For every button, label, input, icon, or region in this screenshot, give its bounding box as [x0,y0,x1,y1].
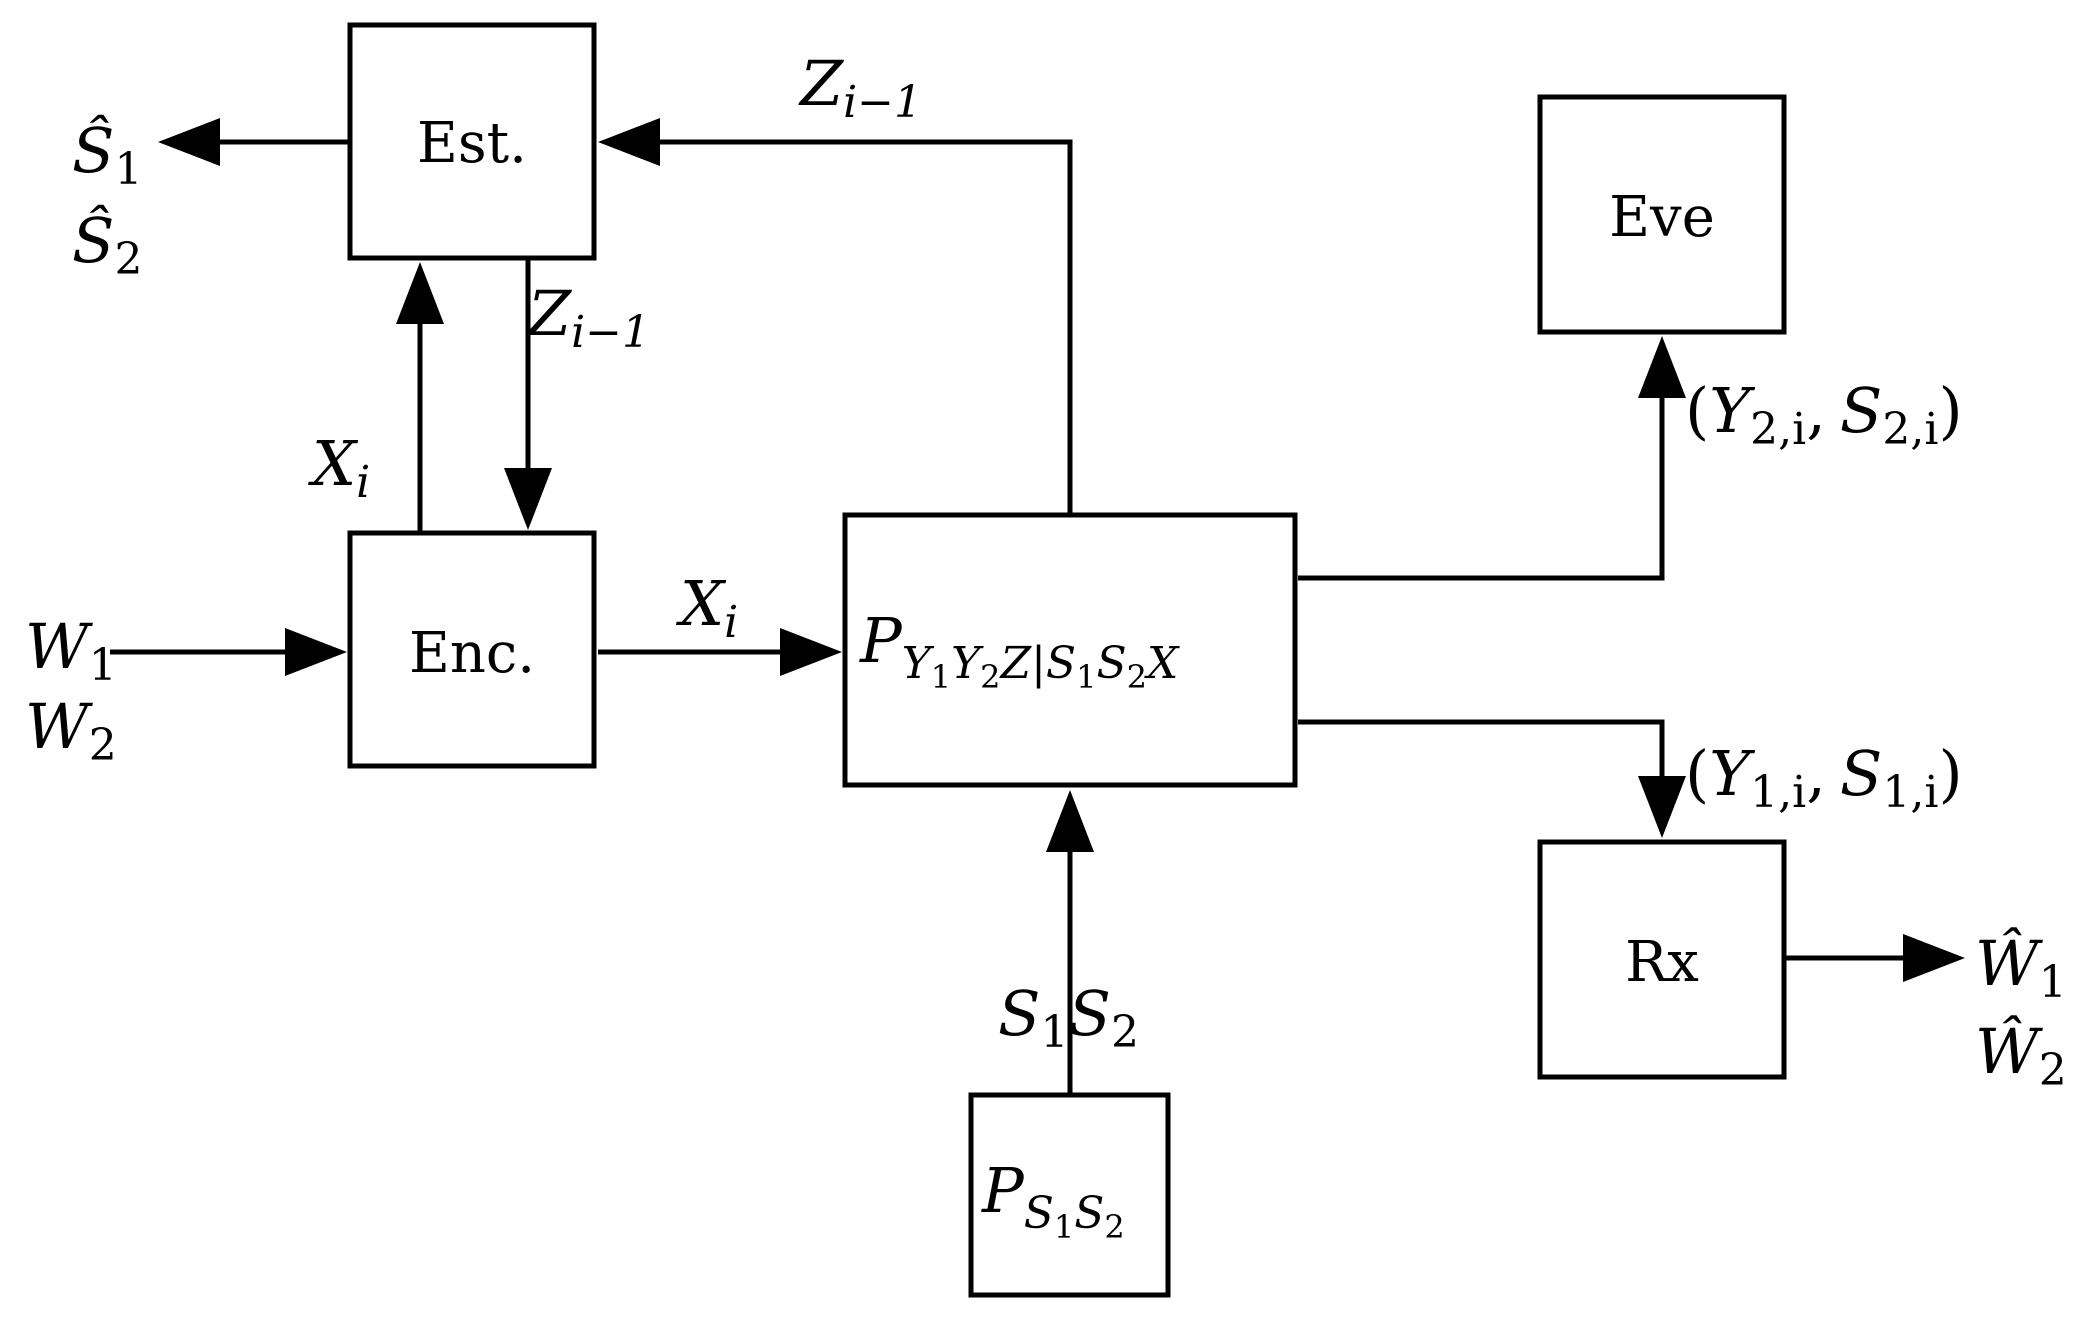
z-feedback-top-label: Zi−1 [798,47,922,128]
enc-block: Enc. [347,530,597,769]
state-source-block: PS1S2 [968,1092,1171,1298]
est-label: Est. [417,111,527,176]
enc-to-est-arrow [396,262,444,533]
w2-hat-label: Ŵ2 [1975,1015,2067,1096]
channel-label-base: P [859,604,903,677]
channel-to-est-feedback [598,118,1073,515]
channel-label-sub: Y [902,638,935,689]
enc-to-channel-arrow [598,628,842,676]
eve-block: Eve [1537,94,1787,335]
w1-label: W1 [25,610,117,691]
x-i-up-label: Xi [308,427,370,508]
channel-to-eve-arrow [1298,336,1686,581]
z-feedback-left-label: Zi−1 [526,277,650,358]
channel-to-rx-arrow [1298,719,1686,838]
channel-block: PY1Y2Z|S1S2X [842,512,1298,788]
state-source-label: PS1S2 [981,1154,1125,1246]
est-block: Est. [347,22,597,261]
est-to-enc-arrow [504,258,552,530]
s2-hat-label: Ŝ2 [72,204,142,285]
enc-label: Enc. [409,621,535,686]
w2-label: W2 [25,690,117,771]
w1-hat-label: Ŵ1 [1975,927,2067,1008]
x-i-right-label: Xi [676,567,738,648]
state-label: S1S2 [998,977,1139,1058]
rx-label: Rx [1625,930,1699,995]
eve-label: Eve [1609,185,1715,250]
state-to-channel-arrow [1046,790,1094,1095]
s1-hat-label: Ŝ1 [72,114,142,195]
w-to-enc-arrow [110,628,347,676]
eve-observation-label: (Y2,i,S2,i) [1685,374,1963,455]
channel-label: PY1Y2Z|S1S2X [859,604,1180,696]
rx-observation-label: (Y1,i,S1,i) [1685,737,1963,818]
rx-block: Rx [1537,839,1787,1080]
est-to-shat-arrow [158,118,350,166]
rx-to-what-arrow [1784,934,1965,982]
